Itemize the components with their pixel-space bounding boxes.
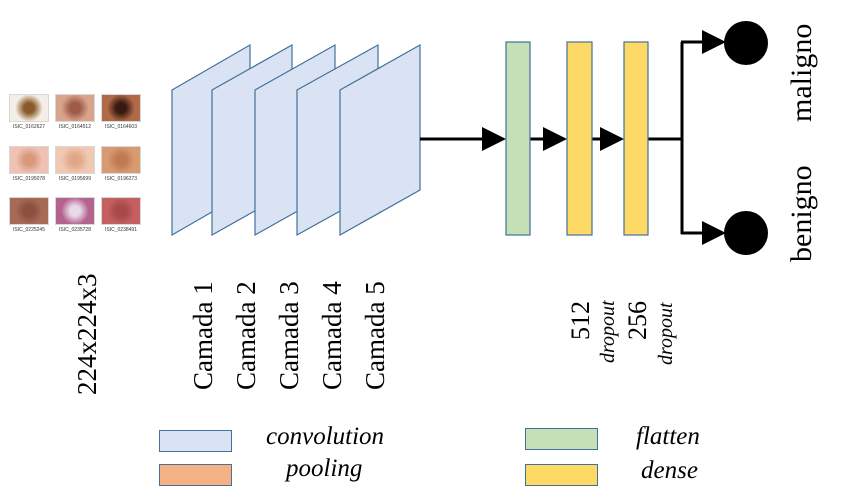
dense-2-dropout-label: dropout	[655, 302, 677, 365]
layer-label-5: Camada 5	[360, 281, 390, 390]
output-label-maligno: maligno	[785, 23, 818, 122]
input-thumbnail	[101, 146, 141, 174]
conv-layer-5	[339, 43, 421, 237]
dense-1-units-label: 512	[566, 301, 595, 340]
thumbnail-caption: ISIC_0235728	[59, 227, 91, 233]
legend-swatch-dense	[525, 464, 598, 486]
input-thumbnail	[9, 197, 49, 225]
thumbnail-caption: ISIC_0162627	[13, 124, 45, 130]
input-thumbnail	[55, 146, 95, 174]
thumbnail-caption: ISIC_0196273	[105, 176, 137, 182]
legend-label-convolution: convolution	[266, 423, 385, 450]
output-node-maligno	[724, 21, 768, 65]
input-thumbnail	[55, 94, 95, 122]
flatten-layer	[505, 41, 531, 236]
thumbnail-caption: ISIC_0164512	[59, 124, 91, 130]
dense-layer-2	[623, 41, 649, 236]
layer-label-3: Camada 3	[274, 281, 304, 390]
dense-1-dropout-label: dropout	[597, 300, 619, 363]
input-thumbnail	[101, 94, 141, 122]
legend-swatch-convolution	[159, 430, 232, 452]
input-thumbnail	[9, 94, 49, 122]
thumbnail-caption: ISIC_0238491	[105, 227, 137, 233]
input-thumbnail	[9, 146, 49, 174]
thumbnail-caption: ISIC_0195078	[13, 176, 45, 182]
output-label-benigno: benigno	[785, 165, 818, 262]
legend-label-pooling: pooling	[286, 455, 363, 482]
legend-swatch-flatten	[525, 428, 598, 450]
legend-label-flatten: flatten	[636, 423, 700, 450]
input-size-label: 224x224x3	[72, 273, 102, 396]
dense-2-units-label: 256	[623, 301, 652, 340]
thumbnail-caption: ISIC_0225245	[13, 227, 45, 233]
dense-layer-1	[566, 41, 593, 236]
layer-label-1: Camada 1	[188, 281, 218, 390]
input-thumbnail	[101, 197, 141, 225]
layer-label-2: Camada 2	[231, 281, 261, 390]
layer-label-4: Camada 4	[317, 281, 347, 390]
legend-swatch-pooling	[159, 464, 232, 486]
input-thumbnail	[55, 197, 95, 225]
output-node-benigno	[724, 211, 768, 255]
legend-label-dense: dense	[641, 457, 698, 484]
thumbnail-caption: ISIC_0164603	[105, 124, 137, 130]
thumbnail-caption: ISIC_0195699	[59, 176, 91, 182]
